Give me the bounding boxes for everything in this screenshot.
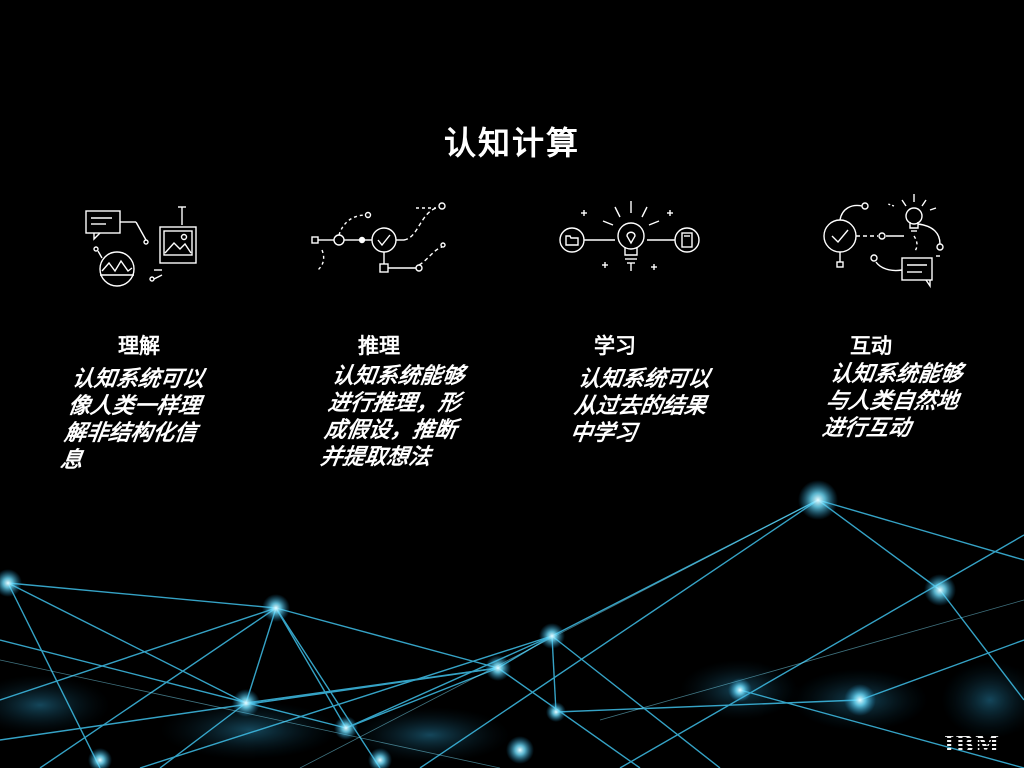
learn-icon	[559, 201, 700, 271]
pillar-desc-interact: 认知系统能够与人类自然地进行互动	[820, 362, 964, 441]
pillar-desc-learn: 认知系统可以从过去的结果中学习	[568, 367, 712, 446]
reason-icon	[311, 202, 446, 273]
interact-icon	[823, 194, 944, 289]
pillar-desc-understand: 认知系统可以像人类一样理解非结构化信息	[58, 367, 206, 473]
pillar-label-learn: 学习	[594, 334, 636, 358]
pillar-label-interact: 互动	[850, 334, 892, 358]
ibm-logo: IBM	[944, 732, 1001, 758]
pillar-label-understand: 理解	[118, 334, 160, 358]
pillar-desc-reason: 认知系统能够进行推理，形成假设，推断并提取想法	[318, 364, 466, 470]
pillar-label-reason: 推理	[358, 334, 400, 358]
understand-icon	[85, 206, 197, 287]
slide-title: 认知计算	[443, 124, 580, 162]
